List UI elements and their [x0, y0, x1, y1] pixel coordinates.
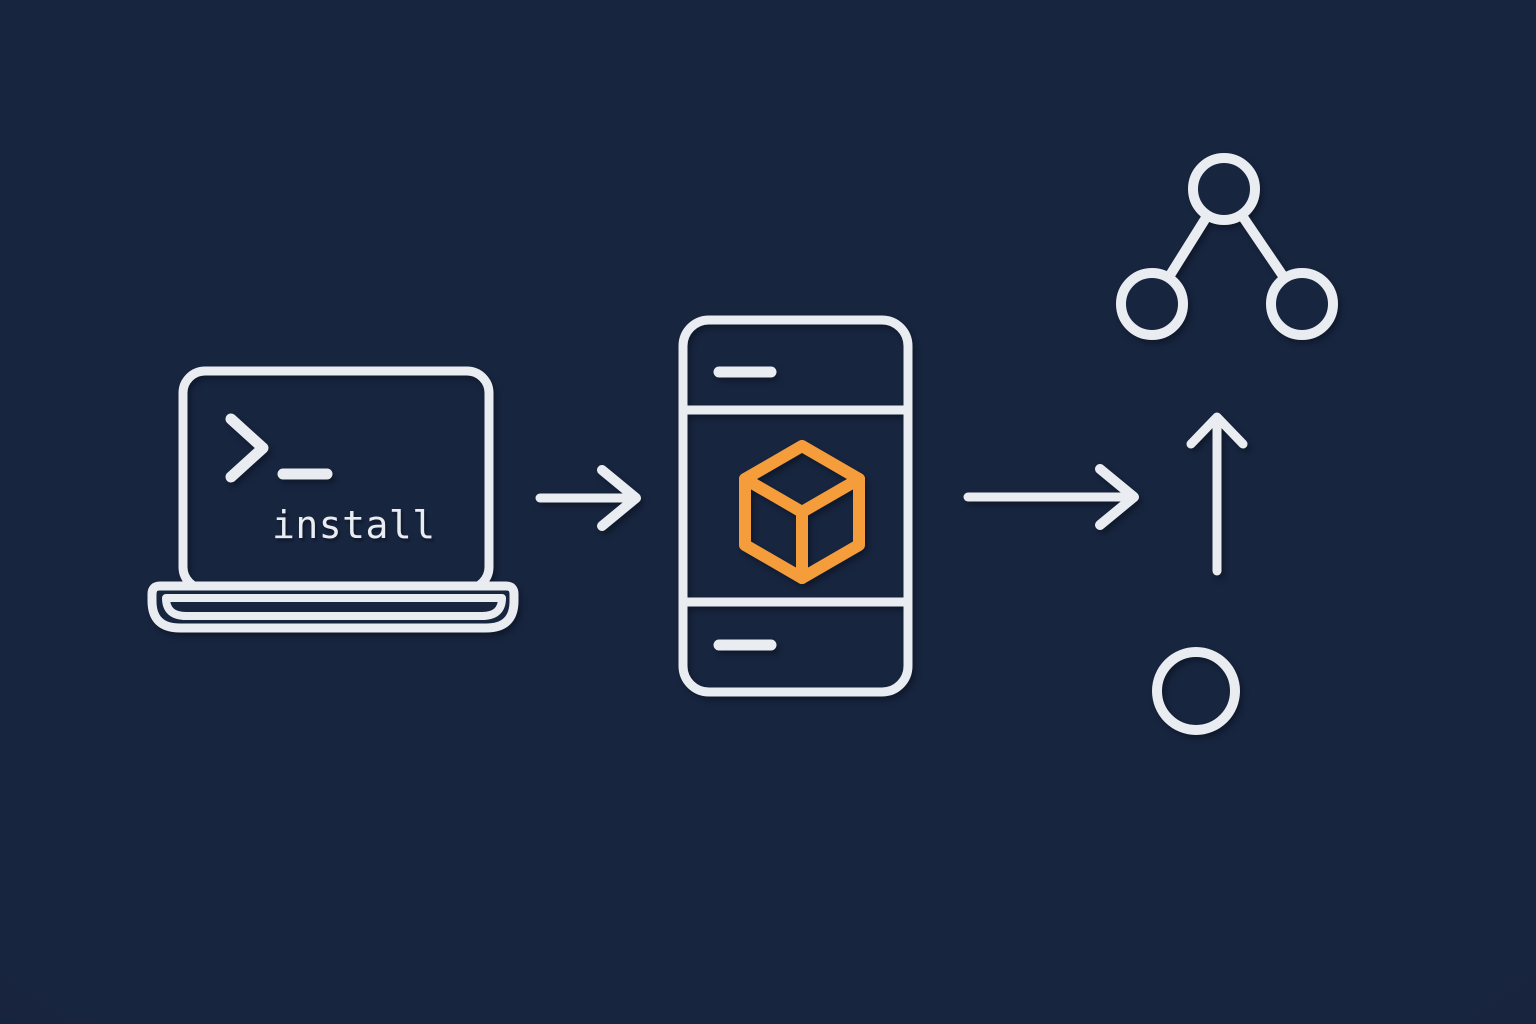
laptop-terminal-icon [147, 366, 519, 633]
laptop-base-lip [162, 594, 506, 620]
arrow-up-icon [1186, 412, 1248, 576]
tree-root-node [1188, 153, 1260, 225]
arrow-right-icon-2 [963, 464, 1139, 530]
laptop-base [147, 581, 519, 633]
phone-body [678, 315, 913, 697]
arrow-right-icon [535, 465, 641, 531]
smartphone-icon [678, 315, 913, 697]
package-cube-icon [739, 440, 865, 584]
terminal-command-text: install [272, 503, 436, 547]
terminal-prompt-icon [225, 413, 269, 483]
tree-right-node [1266, 268, 1338, 340]
circle-node-icon [1152, 647, 1240, 735]
tree-left-node [1116, 268, 1188, 340]
node-tree-icon [1116, 153, 1338, 340]
